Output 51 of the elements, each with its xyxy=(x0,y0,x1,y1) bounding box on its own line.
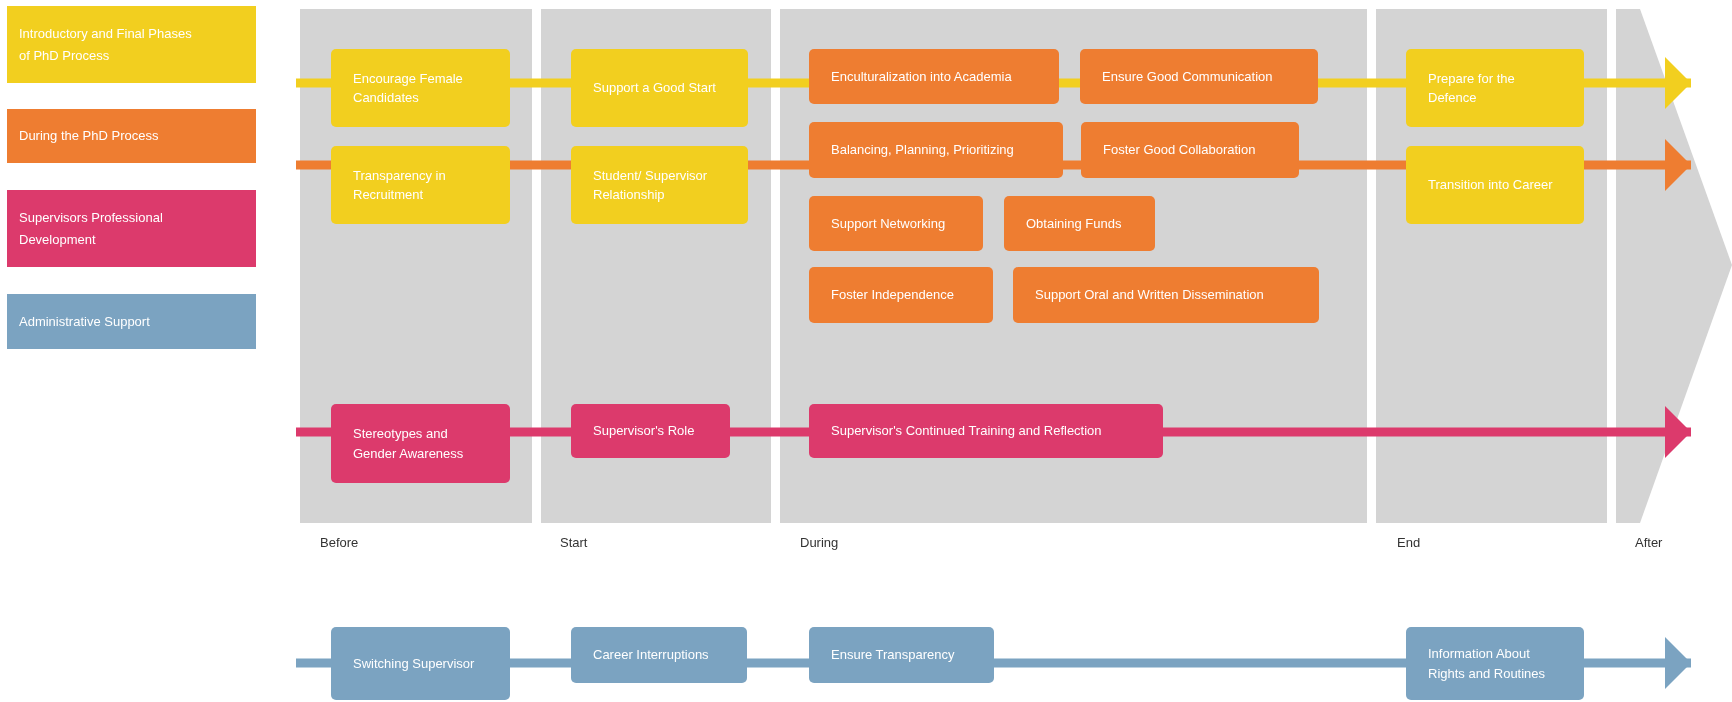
arrow xyxy=(1584,637,1691,689)
connector-line xyxy=(1059,78,1080,88)
process-box: Foster Good Collaboration xyxy=(1081,122,1299,178)
connector-line xyxy=(510,160,571,170)
process-box: Prepare for the Defence xyxy=(1406,49,1584,127)
process-box: Obtaining Funds xyxy=(1004,196,1155,251)
legend-entry: Supervisors Professional Development xyxy=(7,190,256,267)
arrow xyxy=(1584,57,1691,109)
process-box: Balancing, Planning, Prioritizing xyxy=(809,122,1063,178)
process-box: Supervisor's Role xyxy=(571,404,730,458)
legend-entry: Administrative Support xyxy=(7,294,256,349)
legend-entry: During the PhD Process xyxy=(7,109,256,163)
connector-line xyxy=(747,658,809,668)
arrow xyxy=(1163,406,1691,458)
connector-line xyxy=(296,78,331,88)
process-box: Support a Good Start xyxy=(571,49,748,127)
process-box: Stereotypes and Gender Awareness xyxy=(331,404,510,483)
process-box: Foster Independence xyxy=(809,267,993,323)
phase-label: Before xyxy=(320,535,359,550)
process-box: Ensure Transparency xyxy=(809,627,994,683)
connector-line xyxy=(296,427,331,437)
connector-line xyxy=(296,160,331,170)
process-box: Support Oral and Written Dissemination xyxy=(1013,267,1319,323)
process-box: Supervisor's Continued Training and Reflection xyxy=(809,404,1163,458)
process-box: Switching Supervisor xyxy=(331,627,510,700)
process-box: Encourage Female Candidates xyxy=(331,49,510,127)
connector-line xyxy=(1063,160,1081,170)
process-box: Support Networking xyxy=(809,196,983,251)
connector-line xyxy=(510,658,571,668)
phase-label: After xyxy=(1635,535,1663,550)
connector-line xyxy=(748,78,809,88)
process-box: Ensure Good Communication xyxy=(1080,49,1318,104)
phase-label: Start xyxy=(560,535,588,550)
process-box: Information About Rights and Routines xyxy=(1406,627,1584,700)
legend-entry: Introductory and Final Phases of PhD Process xyxy=(7,6,256,83)
connector-line xyxy=(994,658,1406,668)
process-box: Career Interruptions xyxy=(571,627,747,683)
process-box: Enculturalization into Academia xyxy=(809,49,1059,104)
connector-line xyxy=(510,427,571,437)
process-box: Transparency in Recruitment xyxy=(331,146,510,224)
connector-line xyxy=(1299,160,1406,170)
process-box: Student/ Supervisor Relationship xyxy=(571,146,748,224)
phase-label: During xyxy=(800,535,839,550)
connector-line xyxy=(730,427,809,437)
connector-line xyxy=(748,160,809,170)
connector-line xyxy=(1318,78,1406,88)
connector-line xyxy=(296,658,331,668)
arrow xyxy=(1584,139,1691,191)
phase-label: End xyxy=(1397,535,1421,550)
connector-line xyxy=(510,78,571,88)
process-box: Transition into Career xyxy=(1406,146,1584,224)
